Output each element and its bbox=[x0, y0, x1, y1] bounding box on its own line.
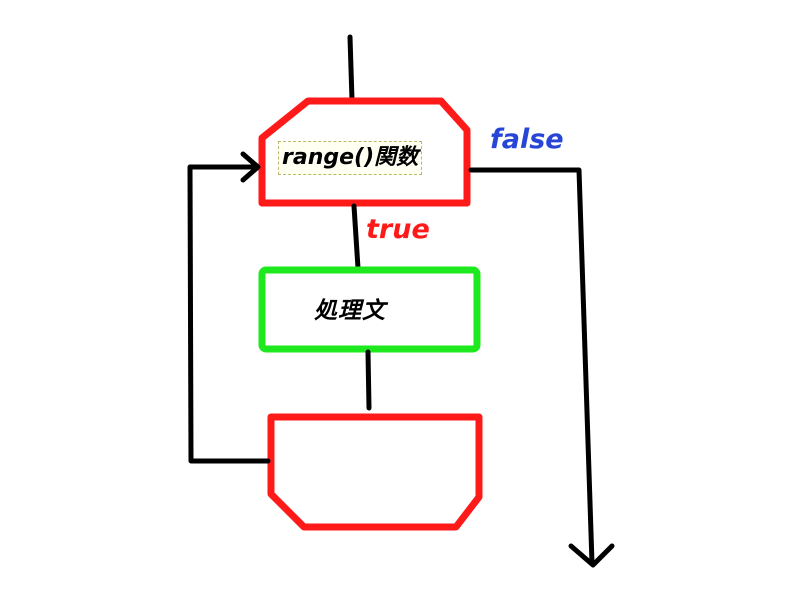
loop-condition-label: range()関数 bbox=[278, 141, 423, 175]
true-connector-line bbox=[351, 203, 361, 271]
process-label: 処理文 bbox=[314, 298, 386, 324]
loop-back-line bbox=[187, 164, 271, 464]
true-branch-label: true bbox=[366, 214, 430, 245]
loop-end-shape bbox=[267, 413, 483, 531]
process-box bbox=[258, 266, 481, 353]
exit-arrowhead bbox=[568, 543, 615, 568]
entry-line bbox=[347, 34, 355, 103]
false-branch-label: false bbox=[490, 124, 564, 155]
loop-back-arrowhead bbox=[240, 151, 261, 183]
false-exit-line bbox=[468, 167, 595, 566]
process-to-loop-end-line bbox=[365, 349, 372, 411]
